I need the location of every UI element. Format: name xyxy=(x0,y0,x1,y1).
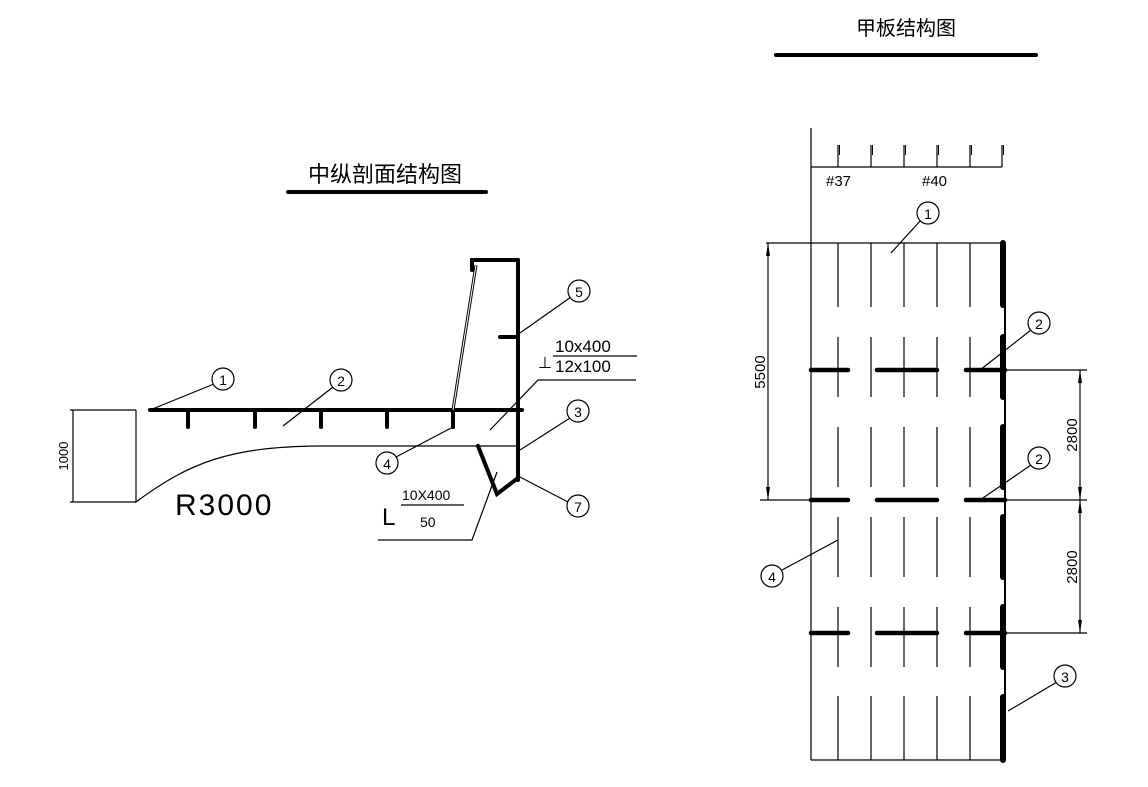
svg-text:4: 4 xyxy=(383,456,391,472)
girder-outline xyxy=(135,410,518,504)
svg-text:1: 1 xyxy=(924,206,932,222)
callout-3: 3 xyxy=(519,399,590,451)
svg-text:3: 3 xyxy=(574,404,582,420)
callout-1: 1 xyxy=(149,367,235,411)
deck-longitudinals xyxy=(837,243,971,760)
svg-text:5500: 5500 xyxy=(752,355,769,388)
svg-text:2: 2 xyxy=(1035,316,1043,332)
callout-1: 1 xyxy=(890,201,940,254)
svg-text:⊥: ⊥ xyxy=(538,355,552,372)
left-title: 中纵剖面结构图 xyxy=(308,163,462,188)
callout-7: 7 xyxy=(517,475,590,518)
svg-text:7: 7 xyxy=(574,499,582,515)
deck-plan-drawing: 甲板结构图 #37 #40 5500 xyxy=(752,16,1087,763)
callout-4: 4 xyxy=(760,539,839,588)
radius-label: R3000 xyxy=(175,489,273,522)
svg-text:5: 5 xyxy=(575,284,583,300)
right-title: 甲板结构图 xyxy=(856,16,956,40)
frame-ruler: #37 #40 xyxy=(811,145,1004,190)
svg-text:#40: #40 xyxy=(922,173,947,190)
svg-text:1000: 1000 xyxy=(56,442,71,471)
svg-text:2800: 2800 xyxy=(1064,418,1081,451)
svg-text:10x400: 10x400 xyxy=(555,337,611,356)
callout-5: 5 xyxy=(519,279,591,334)
svg-text:L: L xyxy=(382,504,395,531)
bulwark-top xyxy=(470,258,520,272)
svg-text:1: 1 xyxy=(219,372,227,388)
callout-2b: 2 xyxy=(979,446,1051,501)
dimension-2800: 2800 2800 xyxy=(1005,369,1087,634)
dimension-1000: 1000 xyxy=(56,409,136,503)
callout-2: 2 xyxy=(979,311,1051,371)
svg-text:10X400: 10X400 xyxy=(402,487,450,503)
svg-text:12x100: 12x100 xyxy=(555,357,611,376)
bracket-7 xyxy=(476,444,520,498)
section-label-bottom: L 10X400 50 xyxy=(378,471,498,541)
callout-3: 3 xyxy=(1007,664,1077,712)
deck-transverse-beams xyxy=(808,367,1008,636)
svg-text:2800: 2800 xyxy=(1064,550,1081,583)
callout-2: 2 xyxy=(282,368,353,427)
section-label-top: ⊥ 10x400 12x100 xyxy=(489,337,637,431)
svg-text:3: 3 xyxy=(1061,669,1069,685)
longitudinal-section-drawing: 中纵剖面结构图 1000 R3000 xyxy=(56,163,637,541)
callout-4: 4 xyxy=(375,426,454,475)
svg-text:4: 4 xyxy=(768,569,776,585)
svg-text:50: 50 xyxy=(420,514,436,530)
deck-stiffeners xyxy=(186,408,455,429)
svg-text:2: 2 xyxy=(1035,451,1043,467)
svg-text:2: 2 xyxy=(337,373,345,389)
dimension-5500: 5500 xyxy=(752,243,811,501)
svg-text:#37: #37 xyxy=(826,173,851,190)
